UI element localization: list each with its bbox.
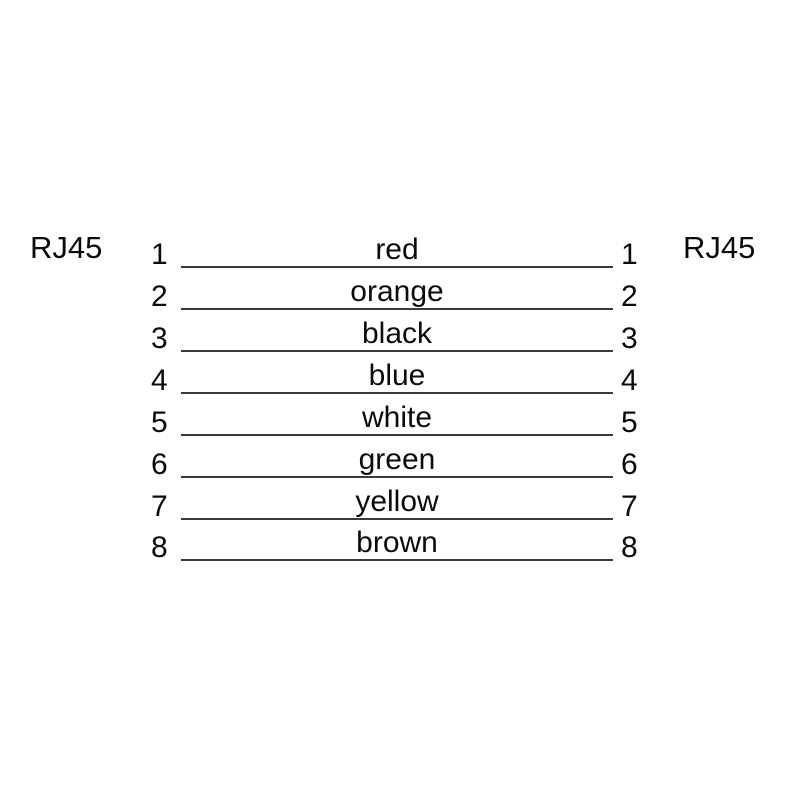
right-pin-number: 1 bbox=[621, 238, 638, 271]
wire-line bbox=[181, 350, 613, 352]
wire-line bbox=[181, 518, 613, 520]
wire-line bbox=[181, 559, 613, 561]
right-pin-number: 6 bbox=[621, 448, 638, 481]
left-pin-number: 1 bbox=[151, 238, 168, 271]
right-pin-number: 2 bbox=[621, 280, 638, 313]
right-pin-number: 8 bbox=[621, 531, 638, 564]
wire-color-label: black bbox=[361, 317, 433, 350]
wire-color-label: blue bbox=[368, 359, 426, 392]
left-pin-number: 5 bbox=[151, 406, 168, 439]
left-connector-label: RJ45 bbox=[30, 230, 103, 265]
left-pin-number: 8 bbox=[151, 531, 168, 564]
wire-color-label: yellow bbox=[355, 485, 439, 518]
wire-line bbox=[181, 434, 613, 436]
right-pin-number: 7 bbox=[621, 490, 638, 523]
wire-line bbox=[181, 266, 613, 268]
left-pin-number: 4 bbox=[151, 364, 168, 397]
right-pin-number: 4 bbox=[621, 364, 638, 397]
wire-line bbox=[181, 308, 613, 310]
left-pin-number: 2 bbox=[151, 280, 168, 313]
left-pin-number: 7 bbox=[151, 490, 168, 523]
wire-line bbox=[181, 392, 613, 394]
wire-color-label: white bbox=[361, 401, 433, 434]
left-pin-number: 3 bbox=[151, 322, 168, 355]
right-pin-number: 3 bbox=[621, 322, 638, 355]
wire-color-label: red bbox=[375, 233, 419, 266]
right-connector-label: RJ45 bbox=[683, 230, 756, 265]
wire-color-label: orange bbox=[350, 275, 444, 308]
right-pin-number: 5 bbox=[621, 406, 638, 439]
left-pin-number: 6 bbox=[151, 448, 168, 481]
wire-line bbox=[181, 476, 613, 478]
wire-color-label: brown bbox=[356, 526, 438, 559]
wire-color-label: green bbox=[358, 443, 436, 476]
